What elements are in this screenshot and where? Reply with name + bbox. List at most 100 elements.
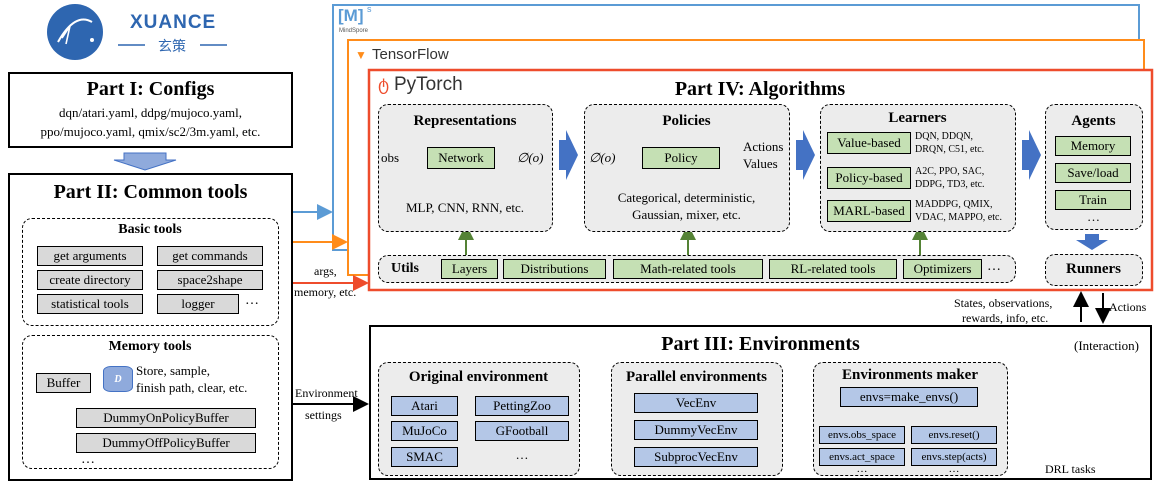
parallel-env-title: Parallel environments: [626, 369, 767, 385]
utils-item: Math-related tools: [613, 259, 763, 279]
env-api-item: envs.step(acts): [911, 448, 997, 466]
env-settings-label-2: settings: [305, 408, 342, 422]
memory-tools-title: Memory tools: [108, 339, 192, 354]
args-label-1: args,: [314, 264, 337, 278]
mindspore-label: MindSpore: [339, 28, 369, 34]
interaction-label: (Interaction): [1074, 338, 1139, 353]
learners-panel: Learners Value-based DQN, DDQN, DRQN, C5…: [820, 104, 1016, 232]
representations-title: Representations: [413, 113, 517, 129]
runners-label: Runners: [1065, 261, 1121, 277]
tensorflow-icon: ▼: [355, 48, 367, 62]
policies-desc-2: Gaussian, mixer, etc.: [632, 207, 741, 222]
part1-title: Part I: Configs: [86, 78, 215, 100]
basic-tool-item: space2shape: [157, 270, 263, 290]
env-maker-title: Environments maker: [842, 367, 978, 383]
env-item: SMAC: [391, 447, 458, 467]
utils-item: RL-related tools: [769, 259, 897, 279]
runners-panel: Runners: [1045, 254, 1143, 286]
part4-title: Part IV: Algorithms: [674, 78, 846, 100]
agent-component: Save/load: [1055, 163, 1131, 183]
learner-desc: DRQN, C51, etc.: [915, 144, 985, 155]
utils-more: …: [987, 259, 1001, 274]
buffer-box: Buffer: [36, 373, 91, 393]
basic-tools-title: Basic tools: [118, 222, 182, 237]
logo-subtitle: 玄策: [158, 38, 186, 54]
basic-tools-more: …: [245, 293, 259, 308]
logo-mark: [47, 4, 103, 60]
buffer-subclass: DummyOnPolicyBuffer: [76, 408, 256, 428]
representations-desc: MLP, CNN, RNN, etc.: [405, 200, 525, 215]
env-api-item: envs.act_space: [819, 448, 905, 466]
utils-item: Distributions: [503, 259, 606, 279]
states-label-1: States, observations,: [954, 296, 1053, 310]
env-item: Atari: [391, 396, 458, 416]
learner-category: Policy-based: [827, 167, 911, 189]
learner-desc: DQN, DDQN,: [915, 131, 974, 142]
env-item: MuJoCo: [391, 421, 458, 441]
policies-out-values: Values: [743, 156, 778, 171]
utils-label: Utils: [391, 261, 419, 276]
part1-configs: Part I: Configs dqn/atari.yaml, ddpg/muj…: [8, 72, 293, 148]
learner-desc: A2C, PPO, SAC,: [915, 166, 985, 177]
mindspore-logo: [M]: [338, 6, 364, 25]
utils-item: Layers: [441, 259, 498, 279]
agents-panel: Agents Memory Save/load Train …: [1045, 104, 1143, 230]
agents-title: Agents: [1071, 113, 1116, 129]
representations-panel: Representations obs Network ∅(o) MLP, CN…: [378, 104, 553, 232]
basic-tool-item: create directory: [37, 270, 143, 290]
utils-panel: Utils Layers Distributions Math-related …: [378, 255, 1016, 283]
buffer-desc-1: Store, sample,: [136, 363, 211, 378]
policies-out-actions: Actions: [743, 139, 784, 154]
parallel-env-item: VecEnv: [634, 393, 758, 413]
part2-title: Part II: Common tools: [53, 181, 248, 203]
mindspore-sup: s: [367, 4, 372, 14]
actions-label: Actions: [1109, 300, 1147, 314]
learners-title: Learners: [888, 110, 947, 126]
learner-category: Value-based: [827, 132, 911, 154]
memory-tools-panel: Memory tools Buffer D Store, sample, fin…: [22, 335, 279, 469]
policies-input: ∅(o): [589, 150, 616, 165]
policy-box: Policy: [642, 147, 720, 169]
buffer-desc-2: finish path, clear, etc.: [136, 380, 248, 395]
policies-title: Policies: [662, 113, 711, 129]
policies-panel: Policies ∅(o) Policy Actions Values Cate…: [584, 104, 790, 232]
part2-common-tools: Part II: Common tools Basic tools get ar…: [8, 173, 293, 481]
env-api-more: …: [948, 463, 960, 475]
env-more: …: [515, 447, 529, 462]
env-item: PettingZoo: [475, 396, 569, 416]
network-box: Network: [427, 147, 495, 169]
env-maker-panel: Environments maker envs=make_envs() envs…: [813, 362, 1008, 476]
env-settings-label-1: Environment: [295, 386, 358, 400]
learner-category: MARL-based: [827, 200, 911, 222]
part1-line2: ppo/mujoco.yaml, qmix/sc2/3m.yaml, etc.: [40, 124, 261, 139]
pytorch-label: PyTorch: [394, 74, 463, 95]
basic-tools-panel: Basic tools get arguments get commands c…: [22, 218, 279, 326]
drl-tasks-label: DRL tasks: [1045, 462, 1096, 476]
logo-name: XUANCE: [130, 12, 217, 33]
learner-desc: DDPG, TD3, etc.: [915, 179, 985, 190]
part1-line1: dqn/atari.yaml, ddpg/mujoco.yaml,: [58, 105, 243, 120]
pytorch-icon: ტ: [378, 75, 390, 94]
database-icon: D: [103, 366, 133, 392]
env-item: GFootball: [475, 421, 569, 441]
part3-title: Part III: Environments: [661, 333, 860, 355]
agent-component: Memory: [1055, 136, 1131, 156]
buffer-subclass: DummyOffPolicyBuffer: [76, 433, 256, 453]
args-label-2: memory, etc.: [294, 285, 357, 299]
basic-tool-item: get commands: [157, 246, 263, 266]
parallel-env-item: DummyVecEnv: [634, 420, 758, 440]
parallel-env-item: SubprocVecEnv: [634, 447, 758, 467]
policies-desc-1: Categorical, deterministic,: [617, 190, 756, 205]
agents-more: …: [1087, 209, 1100, 224]
agent-component: Train: [1055, 190, 1131, 210]
learner-desc: VDAC, MAPPO, etc.: [915, 212, 1002, 223]
parallel-env-panel: Parallel environments VecEnv DummyVecEnv…: [611, 362, 783, 476]
states-label-2: rewards, info, etc.: [962, 311, 1049, 325]
representations-input: obs: [381, 150, 400, 165]
original-env-panel: Original environment Atari PettingZoo Mu…: [378, 362, 580, 476]
learner-desc: MADDPG, QMIX,: [915, 199, 993, 210]
make-envs-box: envs=make_envs(): [840, 387, 978, 407]
original-env-title: Original environment: [408, 369, 549, 385]
utils-item: Optimizers: [903, 259, 982, 279]
basic-tool-item: statistical tools: [37, 294, 143, 314]
